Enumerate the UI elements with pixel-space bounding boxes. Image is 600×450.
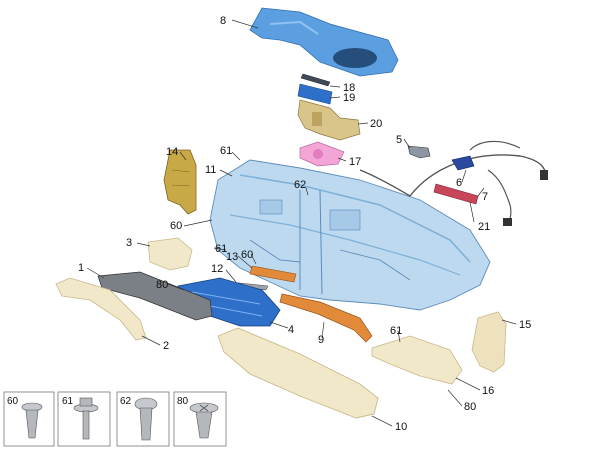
callout-labels: 8 18 19 20 5 14 61 11 17 6 62 7 21 60 3 … [78, 15, 531, 433]
callout-10: 10 [395, 421, 407, 433]
part-trim-2 [55, 277, 147, 341]
fastener-box-60: 60 [3, 391, 55, 447]
callout-2: 2 [163, 340, 169, 352]
callout-9: 9 [318, 334, 324, 346]
part-bar-9 [279, 293, 373, 343]
callout-12: 12 [211, 263, 223, 275]
callout-4: 4 [288, 324, 294, 336]
callout-62: 62 [294, 179, 306, 191]
part-side-panel-15 [471, 311, 507, 373]
part-strip-13 [249, 265, 297, 283]
fastener-box-62: 62 [116, 391, 170, 447]
part-bracket-20 [297, 99, 361, 141]
callout-80-right: 80 [464, 401, 476, 413]
fastener-label-80: 80 [177, 396, 189, 407]
part-module-6 [451, 155, 475, 171]
callout-13: 13 [226, 251, 238, 263]
fastener-label-60: 60 [7, 396, 19, 407]
callout-15: 15 [519, 319, 531, 331]
callout-1: 1 [78, 262, 84, 274]
callout-5: 5 [396, 134, 402, 146]
callout-18: 18 [343, 82, 355, 94]
part-wiring-harness [359, 140, 548, 226]
callout-21: 21 [478, 221, 490, 233]
callout-17: 17 [349, 156, 361, 168]
fastener-label-61: 61 [62, 396, 74, 407]
leader-lines [86, 19, 517, 427]
callout-20: 20 [370, 118, 382, 130]
fastener-legend: 60 61 62 80 [3, 391, 227, 447]
callout-8: 8 [220, 15, 226, 27]
callout-60-left: 60 [170, 220, 182, 232]
callout-16: 16 [482, 385, 494, 397]
part-pad-3 [147, 237, 193, 271]
part-trim-strip-21 [433, 183, 479, 205]
callout-80-left: 80 [156, 279, 168, 291]
part-strip-18-19 [297, 73, 333, 105]
part-trim-16 [371, 335, 463, 385]
part-top-cover [249, 7, 399, 77]
callout-60-mid: 60 [241, 249, 253, 261]
callout-19: 19 [343, 92, 355, 104]
callout-7: 7 [482, 191, 488, 203]
part-speaker-cover [299, 141, 345, 167]
fastener-box-80: 80 [173, 391, 227, 447]
callout-11: 11 [205, 164, 216, 176]
callout-3: 3 [126, 237, 132, 249]
callout-14: 14 [166, 146, 178, 158]
part-lower-trim-10 [217, 327, 379, 419]
callout-6: 6 [456, 177, 462, 189]
callout-61-right: 61 [390, 325, 402, 337]
fastener-box-61: 61 [57, 391, 111, 447]
part-clip-5 [407, 145, 431, 159]
part-side-bracket-14 [163, 149, 197, 215]
callout-61-mid: 61 [215, 243, 227, 255]
fastener-label-62: 62 [120, 396, 132, 407]
callout-61-top: 61 [220, 145, 232, 157]
